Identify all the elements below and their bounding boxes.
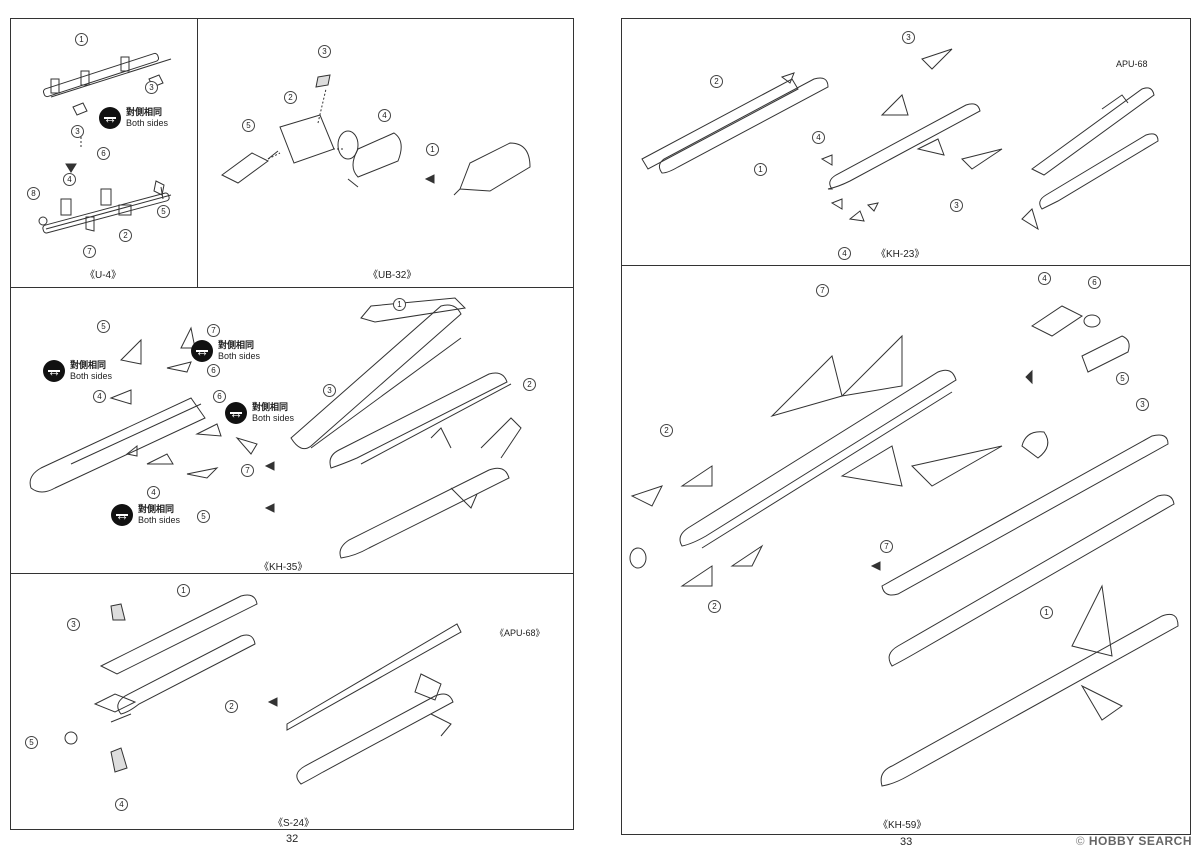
page-number-left: 32 — [286, 833, 299, 845]
part-number-2: 2 — [710, 75, 723, 88]
u4-caption: 《U-4》 — [85, 270, 122, 281]
part-number-3: 3 — [1136, 398, 1149, 411]
both-sides-cjk: 對側相同 — [138, 504, 175, 514]
ub32-caption: 《UB-32》 — [368, 270, 417, 281]
part-number-5: 5 — [197, 510, 210, 523]
part-number-5: 5 — [97, 320, 110, 333]
both-sides-cjk: 對側相同 — [252, 402, 289, 412]
part-number-3: 3 — [950, 199, 963, 212]
part-number-1: 1 — [75, 33, 88, 46]
part-number-4: 4 — [147, 486, 160, 499]
part-number-2: 2 — [284, 91, 297, 104]
kh23-drawing — [641, 48, 1159, 231]
part-number-1: 1 — [1040, 606, 1053, 619]
both-sides-icon — [111, 504, 133, 526]
part-number-4: 4 — [812, 131, 825, 144]
part-number-3: 3 — [71, 125, 84, 138]
panel-kh23: 3 2 1 4 3 4 APU-68 《KH-23》 — [621, 18, 1191, 266]
kh59-drawing — [629, 305, 1179, 787]
part-number-7: 7 — [880, 540, 893, 553]
kh23-caption: 《KH-23》 — [876, 249, 925, 260]
part-number-2: 2 — [225, 700, 238, 713]
both-sides-en: Both sides — [70, 371, 113, 381]
part-number-7: 7 — [207, 324, 220, 337]
both-sides-cjk: 對側相同 — [126, 107, 163, 117]
kh23-apu-label: APU-68 — [1116, 59, 1148, 69]
watermark: © HOBBY SEARCH — [1076, 834, 1192, 848]
both-sides-icon — [99, 107, 121, 129]
part-number-2: 2 — [119, 229, 132, 242]
part-number-4: 4 — [63, 173, 76, 186]
s24-apu-label: 《APU-68》 — [495, 628, 545, 638]
both-sides-icon — [43, 360, 65, 382]
part-number-8: 8 — [27, 187, 40, 200]
part-number-7: 7 — [83, 245, 96, 258]
kh35-caption: 《KH-35》 — [259, 562, 308, 573]
part-number-6: 6 — [97, 147, 110, 160]
both-sides-en: Both sides — [218, 351, 261, 361]
part-number-7: 7 — [241, 464, 254, 477]
part-number-6: 6 — [213, 390, 226, 403]
part-number-5: 5 — [157, 205, 170, 218]
part-number-6: 6 — [207, 364, 220, 377]
part-number-4: 4 — [115, 798, 128, 811]
both-sides-icon — [225, 402, 247, 424]
watermark-text: HOBBY SEARCH — [1088, 834, 1192, 848]
part-number-1: 1 — [426, 143, 439, 156]
part-number-3: 3 — [318, 45, 331, 58]
part-number-2: 2 — [708, 600, 721, 613]
part-number-2: 2 — [523, 378, 536, 391]
kh59-caption: 《KH-59》 — [878, 820, 927, 831]
kh35-drawing — [29, 297, 522, 559]
u4-drawing — [38, 52, 172, 234]
part-number-3: 3 — [145, 81, 158, 94]
watermark-prefix: © — [1075, 834, 1089, 848]
ub32-drawing — [221, 74, 531, 196]
part-number-3: 3 — [67, 618, 80, 631]
part-number-4: 4 — [93, 390, 106, 403]
part-number-5: 5 — [25, 736, 38, 749]
part-number-1: 1 — [177, 584, 190, 597]
both-sides-cjk: 對側相同 — [70, 360, 107, 370]
both-sides-icon — [191, 340, 213, 362]
both-sides-en: Both sides — [138, 515, 181, 525]
s24-drawing — [64, 594, 462, 785]
part-number-5: 5 — [1116, 372, 1129, 385]
panel-kh59: 7 4 6 5 3 2 7 2 1 《KH-59》 — [621, 265, 1191, 835]
page-number-right: 33 — [900, 836, 913, 848]
both-sides-en: Both sides — [126, 118, 169, 128]
part-number-5: 5 — [242, 119, 255, 132]
part-number-3: 3 — [323, 384, 336, 397]
panel-ub32: 3 2 4 5 1 《UB-32》 — [197, 18, 574, 288]
part-number-7: 7 — [816, 284, 829, 297]
part-number-3: 3 — [902, 31, 915, 44]
part-number-1: 1 — [754, 163, 767, 176]
s24-caption: 《S-24》 — [273, 818, 315, 829]
part-number-4: 4 — [838, 247, 851, 260]
part-number-4: 4 — [378, 109, 391, 122]
part-number-1: 1 — [393, 298, 406, 311]
panel-s24: 1 3 2 5 4 《APU-68》 《S-24》 — [10, 573, 574, 830]
part-number-6: 6 — [1088, 276, 1101, 289]
part-number-2: 2 — [660, 424, 673, 437]
part-number-4: 4 — [1038, 272, 1051, 285]
both-sides-en: Both sides — [252, 413, 295, 423]
both-sides-cjk: 對側相同 — [218, 340, 255, 350]
